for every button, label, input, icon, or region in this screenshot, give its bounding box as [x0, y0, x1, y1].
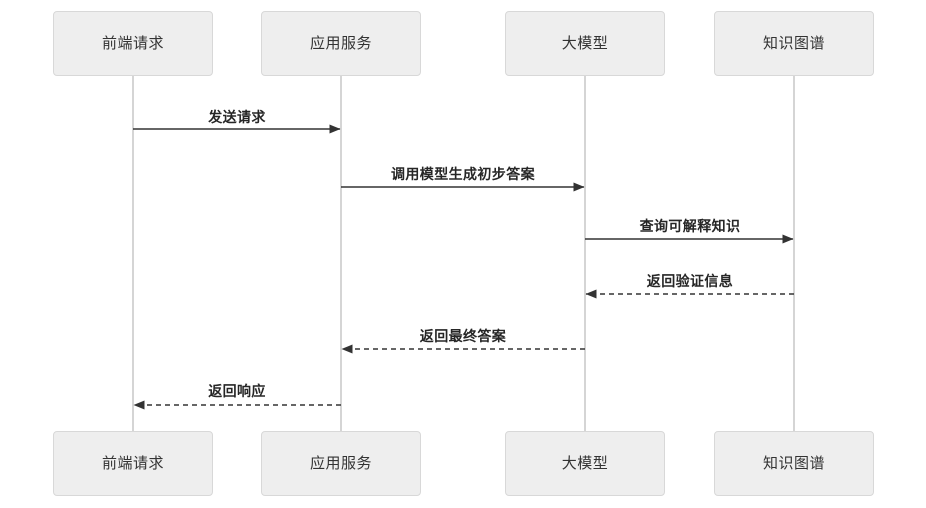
participant-box-bottom-large_model[interactable]: 大模型: [505, 431, 665, 496]
participant-box-bottom-app_service[interactable]: 应用服务: [261, 431, 421, 496]
participant-box-bottom-frontend[interactable]: 前端请求: [53, 431, 213, 496]
participant-label-frontend: 前端请求: [101, 455, 164, 472]
participant-box-bottom-knowledge_graph[interactable]: 知识图谱: [714, 431, 874, 496]
participant-label-knowledge_graph: 知识图谱: [762, 35, 825, 52]
message-label-6: 返回响应: [208, 383, 266, 399]
participant-box-top-knowledge_graph[interactable]: 知识图谱: [714, 11, 874, 76]
message-arrows-group: [133, 124, 794, 410]
participant-label-large_model: 大模型: [561, 35, 609, 52]
participant-box-top-large_model[interactable]: 大模型: [505, 11, 665, 76]
message-label-1: 发送请求: [208, 109, 266, 125]
participant-label-frontend: 前端请求: [101, 35, 164, 52]
participant-label-knowledge_graph: 知识图谱: [762, 455, 825, 472]
participant-label-app_service: 应用服务: [309, 455, 372, 472]
message-label-4: 返回验证信息: [646, 273, 734, 289]
message-label-2: 调用模型生成初步答案: [391, 166, 535, 182]
message-label-3: 查询可解释知识: [639, 218, 741, 234]
participant-label-app_service: 应用服务: [309, 35, 372, 52]
lifelines-group: [132, 76, 795, 431]
participant-box-top-app_service[interactable]: 应用服务: [261, 11, 421, 76]
participant-box-top-frontend[interactable]: 前端请求: [53, 11, 213, 76]
message-label-5: 返回最终答案: [419, 328, 507, 344]
participant-label-large_model: 大模型: [561, 455, 609, 472]
